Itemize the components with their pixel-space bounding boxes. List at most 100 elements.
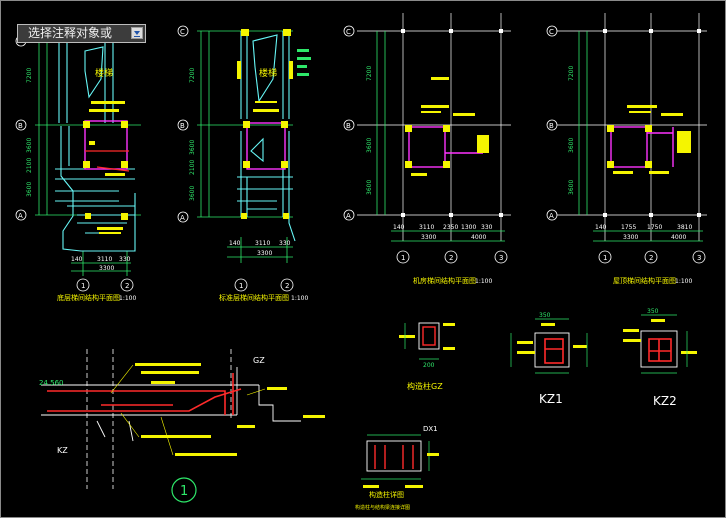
- svg-text:4000: 4000: [471, 234, 486, 241]
- detail-gz-title: 构造柱GZ: [407, 381, 443, 391]
- plan2-stair-label: 楼梯: [259, 67, 277, 79]
- plan4-grid-dots: [603, 29, 701, 217]
- svg-text:3600: 3600: [568, 138, 575, 153]
- detail-dx-tag: DX1: [423, 425, 438, 433]
- svg-text:1: 1: [603, 254, 607, 262]
- svg-text:140: 140: [71, 256, 83, 263]
- detail-kz1: 350 KZ1: [510, 312, 588, 406]
- plan1-columns: [83, 101, 128, 234]
- svg-text:140: 140: [393, 224, 405, 231]
- svg-text:3600: 3600: [568, 180, 575, 195]
- svg-text:B: B: [549, 122, 554, 130]
- plan-roof: C B A 1 2 3 7200 3600 3600 140 1755 1750…: [546, 13, 707, 285]
- plan4-dim-text: 7200 3600 3600 140 1755 1750 3810 3300 4…: [568, 66, 692, 241]
- svg-text:140: 140: [595, 224, 607, 231]
- svg-text:330: 330: [481, 224, 493, 231]
- plan4-columns: [607, 105, 691, 174]
- plan1-axis-a: A: [18, 212, 23, 220]
- plan2-title: 标准层梯间结构平面图: [219, 293, 289, 302]
- detail-gz: 200 构造柱GZ: [399, 322, 455, 391]
- svg-text:3600: 3600: [189, 140, 196, 155]
- svg-text:3110: 3110: [255, 240, 270, 247]
- svg-text:7200: 7200: [568, 66, 575, 81]
- detail-kz2-title: KZ2: [653, 394, 677, 408]
- elevation-gz-tag: GZ: [253, 356, 265, 365]
- svg-text:1300: 1300: [461, 224, 476, 231]
- svg-text:7200: 7200: [366, 66, 373, 81]
- svg-text:3: 3: [697, 254, 701, 262]
- svg-text:2100: 2100: [189, 160, 196, 175]
- svg-text:3: 3: [499, 254, 503, 262]
- prompt-label: 选择注释对象或: [28, 26, 113, 40]
- svg-text:1750: 1750: [647, 224, 662, 231]
- detail-dx: DX1 构造柱详图 构造柱与结构梁连接详图: [355, 425, 439, 511]
- svg-text:A: A: [180, 214, 185, 222]
- plan1-axis-1: 1: [81, 282, 85, 290]
- elevation-outline: [41, 367, 301, 442]
- annotation-prompt-dropdown[interactable]: 选择注释对象或: [17, 24, 146, 43]
- plan2-stair-frame: [246, 122, 286, 170]
- section-circle-marker: [171, 477, 197, 503]
- plan1-dim-lines: [35, 40, 141, 276]
- elevation-column-lines: [86, 349, 232, 489]
- svg-text:3300: 3300: [421, 234, 436, 241]
- svg-text:3110: 3110: [419, 224, 434, 231]
- svg-text:3300: 3300: [623, 234, 638, 241]
- svg-text:3600: 3600: [366, 138, 373, 153]
- svg-text:C: C: [180, 28, 185, 36]
- svg-text:7200: 7200: [189, 68, 196, 83]
- plan4-scale: 1:100: [675, 278, 692, 285]
- svg-text:330: 330: [119, 256, 131, 263]
- svg-text:350: 350: [647, 308, 659, 315]
- plan1-axis-2: 2: [125, 282, 129, 290]
- plan1-axis-markers: B A 1 2: [15, 35, 134, 292]
- svg-text:3600: 3600: [189, 186, 196, 201]
- plan1-axis-b: B: [18, 122, 23, 130]
- detail-dx-subtitle: 构造柱与结构梁连接详图: [355, 504, 410, 511]
- plan3-grid: [357, 13, 511, 241]
- svg-text:200: 200: [423, 362, 435, 369]
- svg-text:140: 140: [229, 240, 241, 247]
- svg-text:350: 350: [539, 312, 551, 319]
- plan1-stair-frame: [84, 120, 128, 170]
- plan1-scale: 1:100: [119, 295, 136, 302]
- svg-text:3110: 3110: [97, 256, 112, 263]
- plan3-dim-text: 7200 3600 3600 140 3110 2350 1300 330 33…: [366, 66, 493, 241]
- svg-text:B: B: [180, 122, 185, 130]
- detail-kz2: 350 KZ2: [623, 308, 697, 408]
- plan1-title: 底层梯间结构平面图: [57, 293, 120, 302]
- elevation-rebar: [47, 373, 242, 415]
- elevation-kz-tag: KZ: [57, 446, 68, 455]
- svg-text:2: 2: [649, 254, 653, 262]
- svg-text:3810: 3810: [677, 224, 692, 231]
- svg-text:1: 1: [401, 254, 405, 262]
- detail-kz1-title: KZ1: [539, 392, 563, 406]
- svg-text:4000: 4000: [671, 234, 686, 241]
- elevation-leaders: [110, 364, 266, 456]
- plan3-stair-frame: [408, 126, 483, 168]
- dropdown-arrow-icon[interactable]: [131, 27, 143, 39]
- svg-text:3300: 3300: [257, 250, 272, 257]
- plan1-stair-label: 楼梯: [95, 67, 113, 79]
- plan3-scale: 1:100: [475, 278, 492, 285]
- plan-machine-room: C B A 1 2 3 7200 3600 3600 140 3110 2350…: [343, 13, 511, 285]
- svg-text:1: 1: [239, 282, 243, 290]
- section-number: 1: [180, 484, 188, 499]
- plan2-tags: [297, 49, 311, 76]
- svg-text:A: A: [549, 212, 554, 220]
- svg-text:C: C: [346, 28, 351, 36]
- plan2-dim-text: 7200 3600 2100 3600 140 3110 330 3300: [189, 68, 291, 257]
- elevation-notes: [135, 363, 325, 456]
- plan2-scale: 1:100: [291, 295, 308, 302]
- plan3-columns: [405, 77, 489, 176]
- svg-text:3600: 3600: [26, 182, 33, 197]
- svg-text:330: 330: [279, 240, 291, 247]
- plan3-grid-dots: [401, 29, 503, 217]
- svg-text:3300: 3300: [99, 265, 114, 272]
- plan2-dim-lines: [197, 30, 293, 263]
- svg-text:2350: 2350: [443, 224, 458, 231]
- svg-text:B: B: [346, 122, 351, 130]
- elevation-detail-1: 24.560 GZ KZ 1: [39, 349, 325, 503]
